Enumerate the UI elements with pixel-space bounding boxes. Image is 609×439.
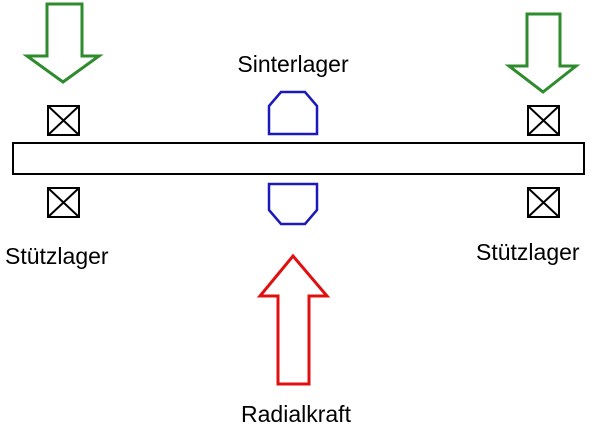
stuetzlager-right-label: Stützlager — [476, 239, 580, 265]
shaft — [12, 142, 585, 175]
sinter-bearing-top — [267, 90, 319, 136]
support-bearing-right-bottom — [527, 187, 560, 218]
sinter-bearing-bottom — [267, 182, 319, 226]
support-bearing-left-bottom — [47, 187, 80, 218]
support-bearing-right-top — [527, 105, 560, 136]
support-force-arrow-right — [504, 12, 581, 94]
support-force-arrow-left — [22, 2, 104, 84]
radial-force-arrow — [256, 253, 331, 386]
sinterlager-label: Sinterlager — [237, 51, 349, 77]
radialkraft-label: Radialkraft — [241, 401, 352, 427]
stuetzlager-left-label: Stützlager — [5, 243, 109, 269]
support-bearing-left-top — [47, 105, 80, 136]
